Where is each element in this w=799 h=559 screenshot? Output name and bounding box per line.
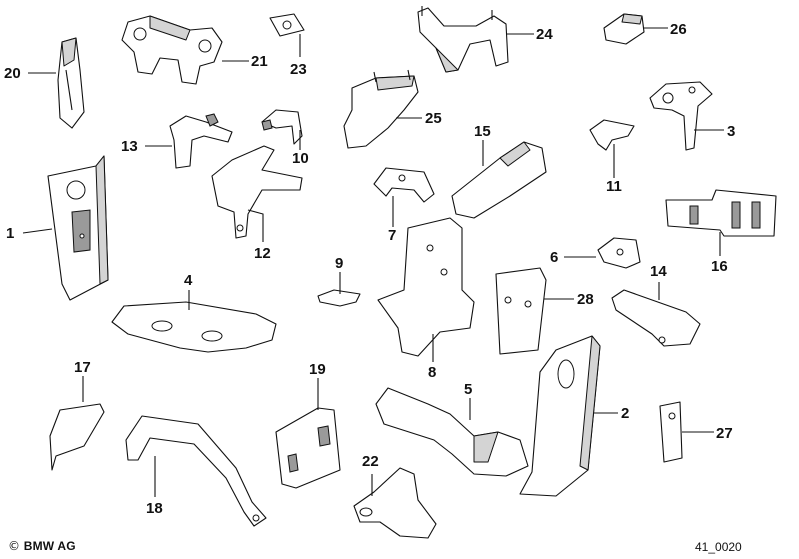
part-1-column [47,155,109,301]
part-13-bracket [169,113,233,169]
callout-20: 20 [4,65,21,82]
part-25-angled-bracket [343,69,419,149]
callout-18: 18 [146,500,163,517]
part-12-strap-bracket [211,145,303,239]
callout-8: 8 [428,364,436,381]
part-2-housing [519,335,601,497]
part-15-channel [451,141,547,219]
part-3-bracket [649,81,713,151]
part-22-cast-bracket [353,467,437,539]
callout-26: 26 [670,21,687,38]
callout-27: 27 [716,425,733,442]
callout-6: 6 [550,249,558,266]
callout-24: 24 [536,26,553,43]
part-24-arched-bracket [417,6,509,73]
part-9-plate [317,289,361,307]
callout-22: 22 [362,453,379,470]
callout-2: 2 [621,405,629,422]
callout-19: 19 [309,361,326,378]
callout-5: 5 [464,381,472,398]
part-6-bracket [597,237,641,269]
callout-14: 14 [650,263,667,280]
callout-labels: 1 2 3 4 5 6 7 8 9 10 11 12 13 14 15 16 1… [4,21,735,517]
copyright-symbol: © [8,539,21,553]
brand-name: BMW AG [23,539,76,553]
callout-25: 25 [425,110,442,127]
callout-15: 15 [474,123,491,140]
part-10-plate [261,109,303,145]
callout-9: 9 [335,255,343,272]
part-17-wedge [49,403,105,471]
part-23-washer [269,13,305,37]
callout-28: 28 [577,291,594,308]
callout-16: 16 [711,258,728,275]
callout-13: 13 [121,138,138,155]
part-27-clip [659,401,683,463]
callout-3: 3 [727,123,735,140]
callout-23: 23 [290,61,307,78]
callout-7: 7 [388,227,396,244]
part-18-strap [125,415,267,527]
leader-lines [22,27,724,497]
part-8-mounting-plate [377,217,475,357]
part-4-carrier [111,301,277,353]
callout-12: 12 [254,245,271,262]
part-28-plate [495,267,547,355]
callout-10: 10 [292,150,309,167]
callout-21: 21 [251,53,268,70]
part-7-folded-bracket [373,167,435,203]
callout-4: 4 [184,272,193,289]
part-11-clip [589,119,635,151]
part-20-bracket [57,37,85,129]
part-5-cradle [375,387,529,477]
drawing-code: 41_0020 [695,540,742,554]
part-16-corrugated-plate [665,189,777,237]
callout-1: 1 [6,225,14,242]
callout-11: 11 [606,178,622,195]
part-26-clip [603,13,645,45]
copyright-brand: © BMW AG [8,539,76,553]
part-21-twin-lug-bracket [121,15,223,85]
part-14-strap [611,289,701,347]
part-19-slotted-plate [275,407,341,489]
callout-17: 17 [74,359,91,376]
